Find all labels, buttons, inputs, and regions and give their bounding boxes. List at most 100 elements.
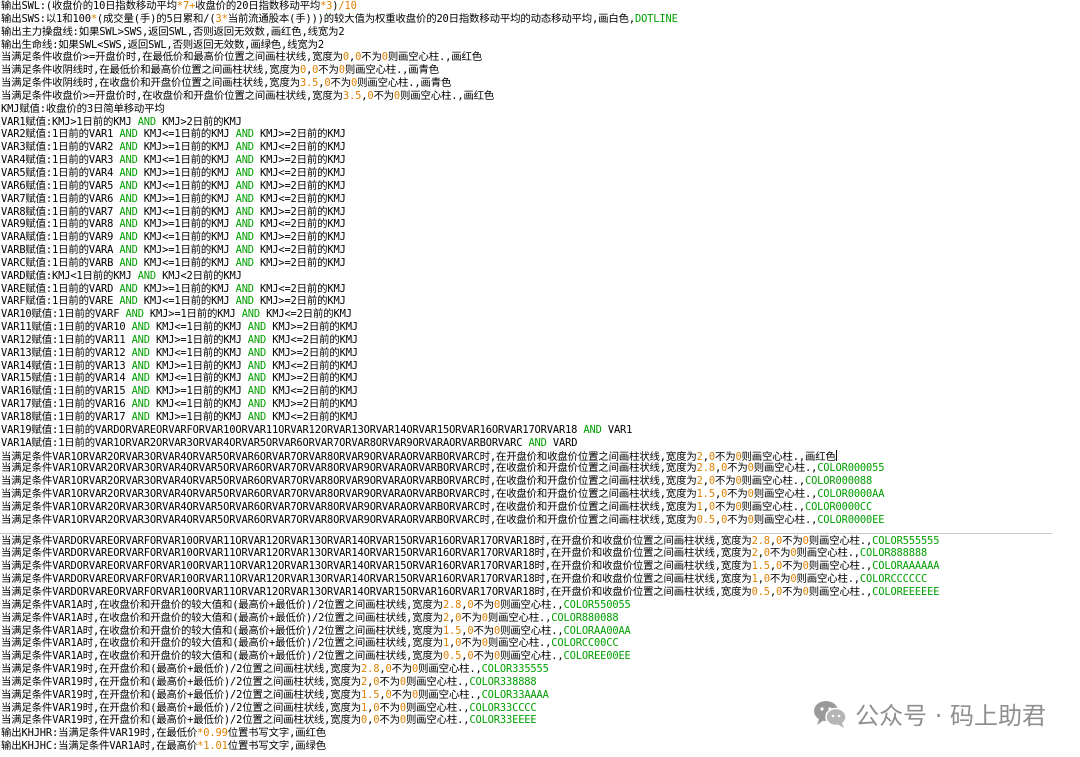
code-line[interactable]: 当满足条件VARDORVAREORVARFORVAR10ORVAR11ORVAR… <box>1 560 1079 573</box>
code-token: 当满足条件VAR19时,在开盘价和(最高价+最低价)/2位置之间画柱状线,宽度为 <box>1 714 362 727</box>
code-token: , <box>367 701 374 714</box>
code-line[interactable]: 输出SWL:(收盘价的10日指数移动平均*7+收盘价的20日指数移动平均*3)/… <box>1 0 1079 13</box>
code-line[interactable]: VARF赋值:1日前的VARE AND KMJ<=1日前的KMJ AND KMJ… <box>1 295 1079 308</box>
code-line[interactable]: VAR3赋值:1日前的VAR2 AND KMJ>=1日前的KMJ AND KMJ… <box>1 141 1079 154</box>
code-line[interactable]: 当满足条件VAR1ORVAR2ORVAR3ORVAR4ORVAR5ORVAR6O… <box>1 514 1079 527</box>
code-line[interactable]: 当满足条件VARDORVAREORVARFORVAR10ORVAR11ORVAR… <box>1 573 1079 586</box>
code-token: 0 <box>747 513 754 526</box>
code-line[interactable]: KMJ赋值:收盘价的3日简单移动平均 <box>1 103 1079 116</box>
code-token: 1.5 <box>751 560 770 573</box>
code-line[interactable]: VAR15赋值:1日前的VAR14 AND KMJ<=1日前的KMJ AND K… <box>1 372 1079 385</box>
code-token: / <box>338 0 345 12</box>
code-token: VARA赋值:1日前的VAR9 <box>1 231 120 244</box>
code-line[interactable]: 当满足条件VARDORVAREORVARFORVAR10ORVAR11ORVAR… <box>1 535 1079 548</box>
code-line[interactable]: 当满足条件VAR1A时,在收盘价和开盘价的较大值和(最高价+最低价)/2位置之间… <box>1 650 1079 663</box>
code-line[interactable]: VAR5赋值:1日前的VAR4 AND KMJ>=1日前的KMJ AND KMJ… <box>1 167 1079 180</box>
code-line[interactable]: 当满足条件VAR1ORVAR2ORVAR3ORVAR4ORVAR5ORVAR6O… <box>1 501 1079 514</box>
code-line[interactable]: 当满足条件收阴线时,在最低价和最高价位置之间画柱状线,宽度为0,0不为0则画空心… <box>1 64 1079 77</box>
code-line[interactable]: 当满足条件收盘价>=开盘价时,在收盘价和开盘价位置之间画柱状线,宽度为3.5,0… <box>1 90 1079 103</box>
code-line[interactable]: VAR17赋值:1日前的VAR16 AND KMJ<=1日前的KMJ AND K… <box>1 398 1079 411</box>
code-line[interactable]: 当满足条件VAR1A时,在收盘价和开盘价的较大值和(最高价+最低价)/2位置之间… <box>1 599 1079 612</box>
code-line[interactable]: 当满足条件VAR19时,在开盘价和(最高价+最低价)/2位置之间画柱状线,宽度为… <box>1 702 1079 715</box>
code-token: 3.5 <box>342 89 362 102</box>
code-token: 0 <box>708 500 715 513</box>
code-token: KMJ>=1日前的KMJ <box>137 282 236 295</box>
code-line[interactable]: VAR12赋值:1日前的VAR11 AND KMJ>=1日前的KMJ AND K… <box>1 334 1079 347</box>
code-line[interactable]: VARB赋值:1日前的VARA AND KMJ>=1日前的KMJ AND KMJ… <box>1 244 1079 257</box>
code-token: AND <box>131 333 150 346</box>
code-token: 1 <box>696 500 703 513</box>
code-line[interactable]: 输出生命线:如果SWL<SWS,返回SWL,否则返回无效数,画绿色,线宽为2 <box>1 39 1079 52</box>
code-line[interactable]: VAR13赋值:1日前的VAR12 AND KMJ<=1日前的KMJ AND K… <box>1 347 1079 360</box>
code-token: AND <box>247 321 267 334</box>
code-token: 0 <box>481 611 488 624</box>
code-line[interactable]: 当满足条件VAR19时,在开盘价和(最高价+最低价)/2位置之间画柱状线,宽度为… <box>1 714 1079 727</box>
code-line[interactable]: 输出KHJHC:当满足条件VAR1A时,在最高价*1.01位置书写文字,画绿色 <box>1 740 1079 753</box>
code-token: 0 <box>373 701 380 714</box>
code-token: 当满足条件VAR1ORVAR2ORVAR3ORVAR4ORVAR5ORVAR6O… <box>1 513 697 526</box>
code-token: 不为 <box>727 462 748 475</box>
code-line[interactable]: 输出SWS:以1和100*(成交量(手)的5日累和/(3*当前流通股本(手)))… <box>1 13 1079 26</box>
code-line[interactable]: 当满足条件VARDORVAREORVARFORVAR10ORVAR11ORVAR… <box>1 586 1079 599</box>
code-line[interactable]: 输出主力操盘线:如果SWL>SWS,返回SWL,否则返回无效数,画红色,线宽为2 <box>1 26 1079 39</box>
code-token: COLOR0000CC <box>804 500 873 513</box>
code-line[interactable]: 当满足条件VAR1ORVAR2ORVAR3ORVAR4ORVAR5ORVAR6O… <box>1 488 1079 501</box>
code-token: 输出SWL:(收盘价的10日指数移动平均 <box>1 0 177 12</box>
code-line[interactable]: VAR11赋值:1日前的VAR10 AND KMJ<=1日前的KMJ AND K… <box>1 321 1079 334</box>
code-token: AND <box>119 205 138 218</box>
code-line[interactable]: VARD赋值:KMJ<1日前的KMJ AND KMJ<2日前的KMJ <box>1 270 1079 283</box>
code-line[interactable]: VAR18赋值:1日前的VAR17 AND KMJ>=1日前的KMJ AND K… <box>1 411 1079 424</box>
code-line[interactable]: VAR9赋值:1日前的VAR8 AND KMJ>=1日前的KMJ AND KMJ… <box>1 218 1079 231</box>
code-line[interactable]: VAR7赋值:1日前的VAR6 AND KMJ>=1日前的KMJ AND KMJ… <box>1 193 1079 206</box>
code-token: 输出生命线:如果SWL<SWS,返回SWL,否则返回无效数,画绿色,线宽为2 <box>1 38 324 51</box>
code-line[interactable]: 当满足条件VAR1A时,在收盘价和开盘价的较大值和(最高价+最低价)/2位置之间… <box>1 625 1079 638</box>
code-line[interactable]: VARC赋值:1日前的VARB AND KMJ<=1日前的KMJ AND KMJ… <box>1 257 1079 270</box>
code-line[interactable]: VARA赋值:1日前的VAR9 AND KMJ<=1日前的KMJ AND KMJ… <box>1 231 1079 244</box>
code-line[interactable]: 当满足条件VAR1A时,在收盘价和开盘价的较大值和(最高价+最低价)/2位置之间… <box>1 612 1079 625</box>
code-token: 当满足条件收阴线时,在收盘价和开盘价位置之间画柱状线,宽度为 <box>1 77 300 90</box>
code-line[interactable]: VAR1赋值:KMJ>1日前的KMJ AND KMJ>2日前的KMJ <box>1 116 1079 129</box>
code-line[interactable]: 当满足条件VAR1A时,在收盘价和开盘价的较大值和(最高价+最低价)/2位置之间… <box>1 637 1079 650</box>
code-token: AND <box>131 398 150 411</box>
code-token: 则画空心柱., <box>753 488 818 501</box>
code-line[interactable]: VAR6赋值:1日前的VAR5 AND KMJ<=1日前的KMJ AND KMJ… <box>1 180 1079 193</box>
code-token: 则画空心柱., <box>405 701 470 714</box>
code-token: KMJ>=2日前的KMJ <box>266 372 358 385</box>
code-token: 当满足条件VAR19时,在开盘价和(最高价+最低价)/2位置之间画柱状线,宽度为 <box>1 675 362 688</box>
code-line[interactable]: 当满足条件收阴线时,在收盘价和开盘价位置之间画柱状线,宽度为3.5,0不为0则画… <box>1 77 1079 90</box>
code-line[interactable]: 当满足条件VAR19时,在开盘价和(最高价+最低价)/2位置之间画柱状线,宽度为… <box>1 676 1079 689</box>
code-line[interactable]: 当满足条件收盘价>=开盘价时,在最低价和最高价位置之间画柱状线,宽度为0,0不为… <box>1 51 1079 64</box>
code-line[interactable]: 当满足条件VAR1ORVAR2ORVAR3ORVAR4ORVAR5ORVAR6O… <box>1 462 1079 475</box>
code-token: 不为 <box>727 513 748 526</box>
code-line[interactable]: VAR16赋值:1日前的VAR15 AND KMJ>=1日前的KMJ AND K… <box>1 385 1079 398</box>
code-token: 则画空心柱., <box>487 611 552 624</box>
code-line[interactable]: VARE赋值:1日前的VARD AND KMJ>=1日前的KMJ AND KMJ… <box>1 283 1079 296</box>
code-line[interactable]: VAR10赋值:1日前的VARF AND KMJ>=1日前的KMJ AND KM… <box>1 308 1079 321</box>
code-token: 0 <box>361 714 368 727</box>
code-token: 当满足条件VAR1A时,在收盘价和开盘价的较大值和(最高价+最低价)/2位置之间… <box>1 637 443 650</box>
code-line[interactable]: VAR2赋值:1日前的VAR1 AND KMJ<=1日前的KMJ AND KMJ… <box>1 128 1079 141</box>
code-token: KMJ>=1日前的KMJ <box>137 192 236 205</box>
code-token: 0 <box>735 450 742 463</box>
code-line[interactable]: VAR8赋值:1日前的VAR7 AND KMJ<=1日前的KMJ AND KMJ… <box>1 206 1079 219</box>
code-line[interactable]: VAR4赋值:1日前的VAR3 AND KMJ<=1日前的KMJ AND KMJ… <box>1 154 1079 167</box>
code-token: KMJ<=2日前的KMJ <box>266 333 358 346</box>
code-line[interactable]: VAR1A赋值:1日前的VAR1ORVAR2ORVAR3ORVAR4ORVAR5… <box>1 437 1079 450</box>
code-line[interactable]: VAR19赋值:1日前的VARDORVAREORVARFORVAR10ORVAR… <box>1 424 1079 437</box>
code-token: 0 <box>467 650 474 663</box>
code-line[interactable]: 当满足条件VAR1ORVAR2ORVAR3ORVAR4ORVAR5ORVAR6O… <box>1 449 1079 463</box>
code-token: 不为 <box>769 547 791 560</box>
code-line[interactable]: 当满足条件VAR1ORVAR2ORVAR3ORVAR4ORVAR5ORVAR6O… <box>1 475 1079 488</box>
code-line[interactable]: 当满足条件VAR19时,在开盘价和(最高价+最低价)/2位置之间画柱状线,宽度为… <box>1 663 1079 676</box>
code-line[interactable]: VAR14赋值:1日前的VAR13 AND KMJ>=1日前的KMJ AND K… <box>1 360 1079 373</box>
code-token: KMJ<=1日前的KMJ <box>137 231 236 244</box>
code-token: AND <box>247 359 267 372</box>
code-line[interactable]: 当满足条件VARDORVAREORVARFORVAR10ORVAR11ORVAR… <box>1 547 1079 560</box>
code-token: AND <box>131 385 150 398</box>
code-line[interactable]: 输出KHJHR:当满足条件VAR19时,在最低价*0.99位置书写文字,画红色 <box>1 727 1079 740</box>
code-token: , <box>379 663 386 676</box>
code-line[interactable]: 当满足条件VAR19时,在开盘价和(最高价+最低价)/2位置之间画柱状线,宽度为… <box>1 689 1079 702</box>
code-token: VAR3赋值:1日前的VAR2 <box>1 141 120 154</box>
code-token: 则画空心柱., <box>808 534 873 547</box>
